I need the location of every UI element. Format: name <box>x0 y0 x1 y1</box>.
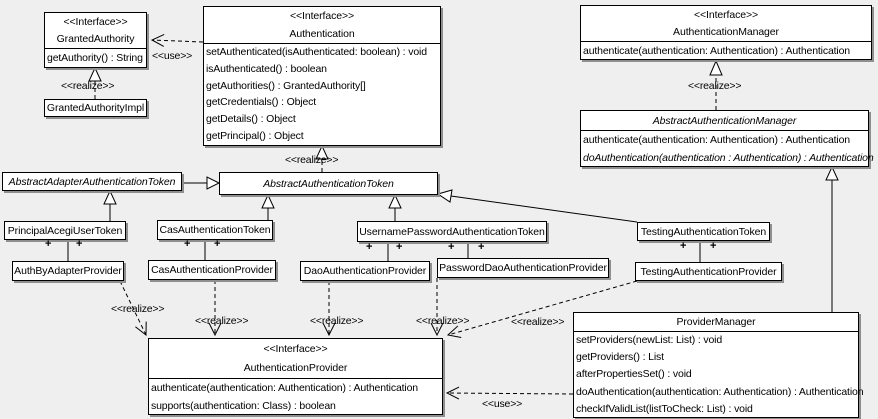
association-end-plus: + <box>76 238 83 250</box>
class-name: Authentication <box>289 28 355 40</box>
class-name: AuthenticationProvider <box>243 362 348 375</box>
class-cas-authentication-provider[interactable]: CasAuthenticationProvider <box>148 260 276 280</box>
class-name: GrantedAuthority <box>56 33 135 46</box>
stereotype-label-realize: <<realize>> <box>195 315 249 327</box>
stereotype-label-realize: <<realize>> <box>511 316 565 328</box>
generalization-testingauthenticationtoken[interactable] <box>436 189 638 223</box>
stereotype-label-realize: <<realize>> <box>111 303 165 315</box>
method: getDetails() : Object <box>206 113 296 126</box>
stereotype-label-realize: <<realize>> <box>688 80 742 92</box>
stereotype-label: <<Interface>> <box>263 342 328 355</box>
class-auth-by-adapter-provider[interactable]: AuthByAdapterProvider <box>12 261 124 281</box>
realization-authbyadapterprovider[interactable] <box>119 280 146 335</box>
class-name: TestingAuthenticationProvider <box>640 265 777 278</box>
generalization-abstractadapter-to-abstracttoken[interactable] <box>182 176 221 190</box>
class-abstract-authentication-token[interactable]: AbstractAuthenticationToken <box>219 172 438 195</box>
class-name: AbstractAuthenticationManager <box>652 114 797 127</box>
stereotype-label-realize: <<realize>> <box>61 80 115 92</box>
method: authenticate(authentication: Authenticat… <box>583 44 850 57</box>
class-testing-authentication-provider[interactable]: TestingAuthenticationProvider <box>635 262 782 281</box>
realization-abstractauthenticationtoken[interactable] <box>315 144 329 172</box>
class-name: CasAuthenticationProvider <box>151 264 273 276</box>
association-end-plus: + <box>710 240 717 252</box>
method: getProviders() : List <box>576 351 664 364</box>
class-principal-acegi-user-token[interactable]: PrincipalAcegiUserToken <box>4 221 126 240</box>
generalization-casauthenticationtoken[interactable] <box>261 193 275 220</box>
association-end-plus: + <box>214 238 221 250</box>
realization-grantedauthorityimpl[interactable] <box>88 66 102 99</box>
method: isAuthenticated() : boolean <box>206 62 327 75</box>
method: setProviders(newList: List) : void <box>576 334 723 347</box>
stereotype-label: <<Interface>> <box>63 15 128 28</box>
stereotype-label-realize: <<realize>> <box>310 315 364 327</box>
method: getPrincipal() : Object <box>206 130 304 143</box>
method: doAuthentication(authentication : Authen… <box>583 151 874 164</box>
association-end-plus: + <box>45 238 52 250</box>
association-end-plus: + <box>478 241 485 253</box>
stereotype-label-use: <<use>> <box>152 50 193 62</box>
realization-abstractauthenticationmanager[interactable] <box>709 59 723 110</box>
class-granted-authority[interactable]: <<Interface>> GrantedAuthority getAuthor… <box>44 12 147 68</box>
class-abstract-authentication-manager[interactable]: AbstractAuthenticationManager authentica… <box>580 110 874 167</box>
method: setAuthenticated(isAuthenticated: boolea… <box>206 45 427 58</box>
method: supports(authentication: Class) : boolea… <box>151 399 336 412</box>
generalization-usernamepasswordtoken[interactable] <box>388 193 402 221</box>
class-name: PasswordDaoAuthenticationProvider <box>439 262 607 274</box>
class-name: CasAuthenticationToken <box>159 224 271 236</box>
stereotype-label: <<Interface>> <box>693 8 759 21</box>
association-end-plus: + <box>680 240 687 252</box>
method: authenticate(authentication: Authenticat… <box>583 133 850 146</box>
association-end-plus: + <box>184 238 191 250</box>
class-authentication-provider[interactable]: <<Interface>> AuthenticationProvider aut… <box>148 338 443 415</box>
class-authentication[interactable]: <<Interface>> Authentication setAuthenti… <box>203 6 441 146</box>
stereotype-label-use: <<use>> <box>482 398 523 410</box>
dependency-authentication-uses-grantedauthority[interactable] <box>152 40 204 42</box>
stereotype-label: <<Interface>> <box>289 10 355 22</box>
method: getCredentials() : Object <box>206 96 317 109</box>
class-cas-authentication-token[interactable]: CasAuthenticationToken <box>157 220 273 240</box>
method: checkIfValidList(listToCheck: List) : vo… <box>576 402 753 415</box>
class-name: AuthByAdapterProvider <box>14 265 122 277</box>
class-name: UsernamePasswordAuthenticationToken <box>359 225 545 238</box>
dependency-providermanager-uses-authenticationprovider[interactable] <box>447 393 574 394</box>
class-dao-authentication-provider[interactable]: DaoAuthenticationProvider <box>300 261 430 281</box>
association-end-plus: + <box>366 241 373 253</box>
class-granted-authority-impl[interactable]: GrantedAuthorityImpl <box>44 99 147 117</box>
class-name: AbstractAuthenticationToken <box>263 177 394 190</box>
class-name: DaoAuthenticationProvider <box>303 265 427 277</box>
method: getAuthorities() : GrantedAuthority[] <box>206 79 366 92</box>
association-end-plus: + <box>448 241 455 253</box>
method: afterPropertiesSet() : void <box>576 368 692 381</box>
class-authentication-manager[interactable]: <<Interface>> AuthenticationManager auth… <box>580 5 872 60</box>
association-end-plus: + <box>396 241 403 253</box>
stereotype-label-realize: <<realize>> <box>416 315 470 327</box>
class-name: AuthenticationManager <box>673 26 779 39</box>
class-username-password-authentication-token[interactable]: UsernamePasswordAuthenticationToken <box>357 221 547 242</box>
stereotype-label-realize: <<realize>> <box>285 154 339 166</box>
realization-testingauthenticationprovider[interactable] <box>448 280 638 335</box>
class-name: PrincipalAcegiUserToken <box>7 224 123 237</box>
class-password-dao-authentication-provider[interactable]: PasswordDaoAuthenticationProvider <box>437 258 609 278</box>
class-provider-manager[interactable]: ProviderManager setProviders(newList: Li… <box>573 312 864 418</box>
method: getAuthority() : String <box>47 52 143 64</box>
class-testing-authentication-token[interactable]: TestingAuthenticationToken <box>637 222 770 241</box>
method: authenticate(authentication: Authenticat… <box>151 381 418 394</box>
generalization-providermanager[interactable] <box>825 165 839 312</box>
class-name: TestingAuthenticationToken <box>640 225 767 238</box>
generalization-principalacegiusertoken[interactable] <box>103 189 117 221</box>
class-abstract-adapter-authentication-token[interactable]: AbstractAdapterAuthenticationToken <box>2 172 182 191</box>
class-name: AbstractAdapterAuthenticationToken <box>8 175 176 188</box>
class-name: GrantedAuthorityImpl <box>46 102 145 114</box>
class-name: ProviderManager <box>676 316 756 328</box>
method: doAuthentication(authentication: Authent… <box>576 385 864 398</box>
